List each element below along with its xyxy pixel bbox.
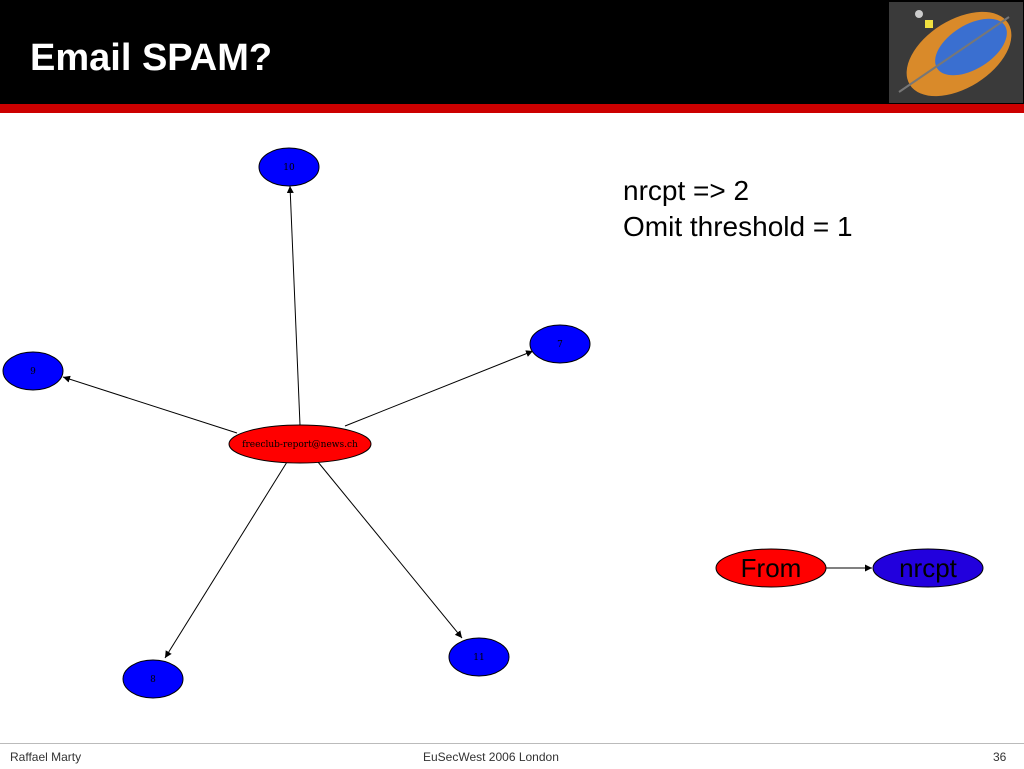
footer-event: EuSecWest 2006 London — [423, 750, 559, 764]
email-graph: 10 9 7 8 11 freeclub-report@news.ch From… — [2, 147, 984, 699]
threshold-note: nrcpt => 2 Omit threshold = 1 — [623, 173, 853, 245]
recipient-node: 11 — [448, 637, 510, 677]
svg-text:freeclub-report@news.ch: freeclub-report@news.ch — [242, 440, 358, 450]
logo-image — [889, 2, 1023, 103]
svg-text:11: 11 — [473, 653, 484, 663]
legend-to-node: nrcpt — [872, 548, 984, 588]
header-divider — [0, 104, 1024, 113]
svg-text:8: 8 — [150, 675, 156, 685]
recipient-node: 7 — [529, 324, 591, 364]
graph-edge — [317, 461, 463, 639]
satellite-dish-icon — [889, 2, 1023, 103]
legend-from-node: From — [715, 548, 827, 588]
slide-title: Email SPAM? — [30, 37, 273, 79]
graph-edge — [164, 461, 288, 659]
graph-edge — [344, 350, 534, 427]
svg-text:nrcpt: nrcpt — [899, 553, 958, 583]
recipient-node: 10 — [258, 147, 320, 187]
svg-text:10: 10 — [283, 163, 295, 173]
recipient-node: 9 — [2, 351, 64, 391]
recipient-node: 8 — [122, 659, 184, 699]
note-line-threshold: Omit threshold = 1 — [623, 211, 853, 242]
svg-text:7: 7 — [557, 340, 563, 350]
svg-text:From: From — [741, 553, 802, 583]
slide-header: Email SPAM? — [0, 0, 1024, 104]
graph-edge — [286, 185, 301, 426]
sender-node: freeclub-report@news.ch — [228, 424, 372, 464]
footer-author: Raffael Marty — [10, 750, 82, 764]
svg-text:9: 9 — [30, 367, 36, 377]
slide-footer: Raffael Marty EuSecWest 2006 London 36 — [0, 743, 1024, 769]
footer-page-number: 36 — [993, 750, 1007, 764]
note-line-nrcpt: nrcpt => 2 — [623, 175, 750, 206]
graph-edge — [62, 375, 238, 434]
legend: From nrcpt — [715, 548, 984, 588]
